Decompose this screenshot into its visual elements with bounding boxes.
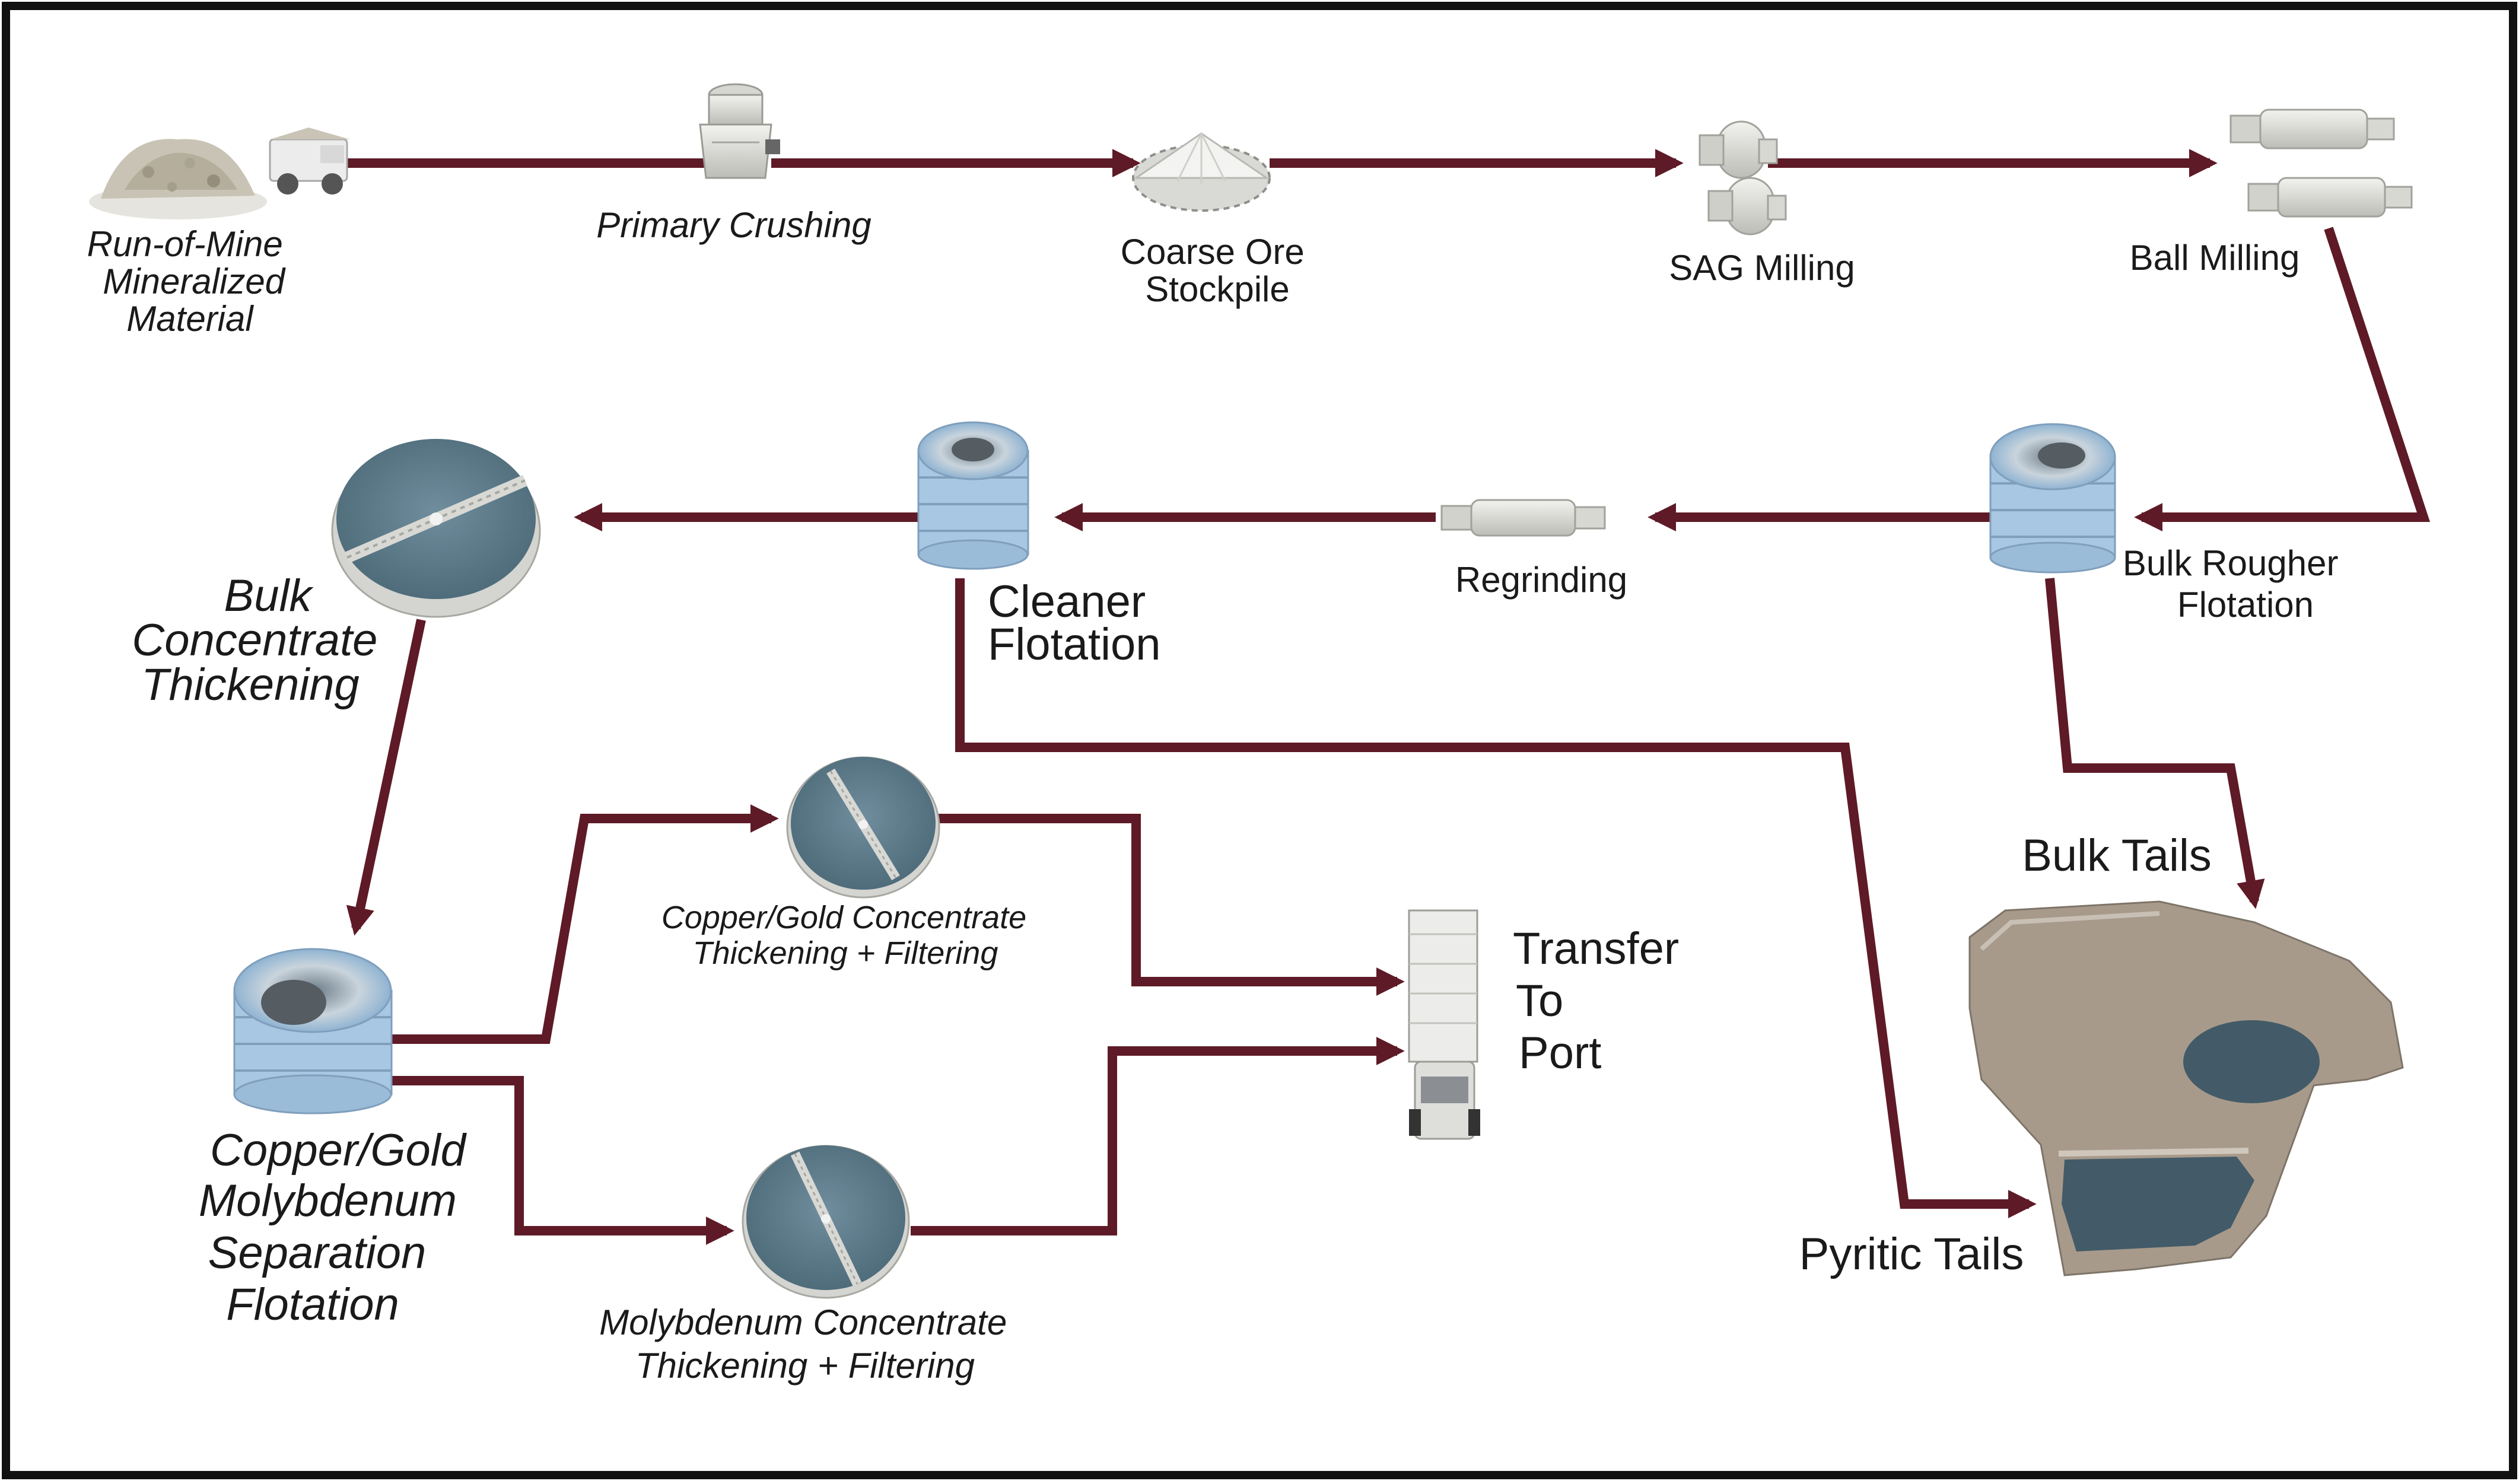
separation-line-3: Separation: [208, 1228, 427, 1278]
mo-line-2: Thickening + Filtering: [635, 1346, 975, 1386]
bulk-rougher-flotation-label: Bulk Rougher Flotation: [2123, 543, 2348, 625]
transfer-line-2: To: [1516, 976, 1563, 1026]
rom-label-line-2: Mineralized: [103, 262, 285, 301]
cu-au-line-1: Copper/Gold Concentrate: [661, 900, 1026, 935]
cleaner-flotation-label: Cleaner Flotation: [988, 577, 1161, 670]
cleaner-line-1: Cleaner: [988, 577, 1146, 627]
flow-cu-au-to-truck: [937, 814, 1405, 996]
pyritic-tails-label: Pyritic Tails: [1799, 1229, 2024, 1279]
separation-line-1: Copper/Gold: [210, 1125, 467, 1176]
mo-line-1: Molybdenum Concentrate: [599, 1303, 1007, 1342]
transfer-line-1: Transfer: [1513, 923, 1679, 974]
rom-label-line-1: Run-of-Mine: [87, 224, 283, 264]
thickener-icon: [331, 439, 541, 618]
haul-truck-icon: [269, 128, 350, 195]
ball-mill-icon: [2229, 109, 2413, 218]
thickener-icon: [786, 756, 940, 899]
bulk-rougher-line-1: Bulk Rougher: [2123, 543, 2339, 583]
transport-truck-icon: [1408, 909, 1480, 1140]
flotation-tank-icon: [1989, 423, 2116, 574]
cleaner-line-2: Flotation: [988, 619, 1161, 670]
bulk-concentrate-thickening-label: Bulk Concentrate Thickening: [132, 571, 390, 710]
bulk-concentrate-line-3: Thickening: [141, 660, 360, 710]
flotation-tank-icon: [233, 948, 393, 1114]
stockpile-dome-icon: [1132, 132, 1271, 212]
coarse-ore-stockpile-line-2: Stockpile: [1145, 269, 1289, 309]
cu-au-thickening-label: Copper/Gold Concentrate Thickening + Fil…: [661, 900, 1035, 971]
transfer-to-port-label: Transfer To Port: [1513, 923, 1691, 1078]
flow-cleaner-to-pyritic-tails: [955, 578, 2037, 1218]
rom-label-line-3: Material: [126, 299, 254, 339]
bulk-tails-label: Bulk Tails: [2022, 830, 2212, 881]
sag-mill-icon: [1699, 120, 1787, 235]
sag-milling-label: SAG Milling: [1669, 248, 1855, 288]
flow-rougher-to-bulk-tails: [2045, 578, 2265, 909]
regrinding-label: Regrinding: [1455, 560, 1627, 600]
flow-lines: [338, 149, 2431, 1245]
regrind-mill-icon: [1440, 499, 1606, 537]
ball-milling-label: Ball Milling: [2130, 238, 2300, 278]
primary-crushing-label: Primary Crushing: [596, 205, 871, 245]
flow-separation-to-cu-au: [392, 804, 779, 1044]
separation-flotation-label: Copper/Gold Molybdenum Separation Flotat…: [199, 1125, 478, 1330]
coarse-ore-stockpile-label: Coarse Ore Stockpile: [1121, 232, 1315, 309]
flotation-tank-icon: [917, 421, 1029, 570]
flow-thickening-to-separation: [346, 619, 426, 936]
flow-ball-to-rougher: [2134, 227, 2431, 531]
ore-pile-icon: [89, 139, 267, 219]
rom-label: Run-of-Mine Mineralized Material: [87, 224, 295, 339]
cu-au-line-2: Thickening + Filtering: [693, 935, 998, 971]
bulk-concentrate-line-2: Concentrate: [132, 615, 377, 665]
tailings-pond-icon: [1968, 900, 2404, 1276]
flow-separation-to-mo: [392, 1076, 734, 1245]
bulk-rougher-line-2: Flotation: [2177, 585, 2314, 625]
flow-mo-to-truck: [911, 1037, 1405, 1235]
bulk-concentrate-line-1: Bulk: [224, 571, 314, 621]
crusher-icon: [699, 83, 780, 179]
separation-line-2: Molybdenum: [199, 1176, 457, 1226]
coarse-ore-stockpile-line-1: Coarse Ore: [1121, 232, 1305, 272]
mo-thickening-label: Molybdenum Concentrate Thickening + Filt…: [599, 1303, 1017, 1386]
thickener-icon: [742, 1145, 910, 1299]
separation-line-4: Flotation: [226, 1279, 399, 1330]
transfer-line-3: Port: [1519, 1028, 1601, 1078]
